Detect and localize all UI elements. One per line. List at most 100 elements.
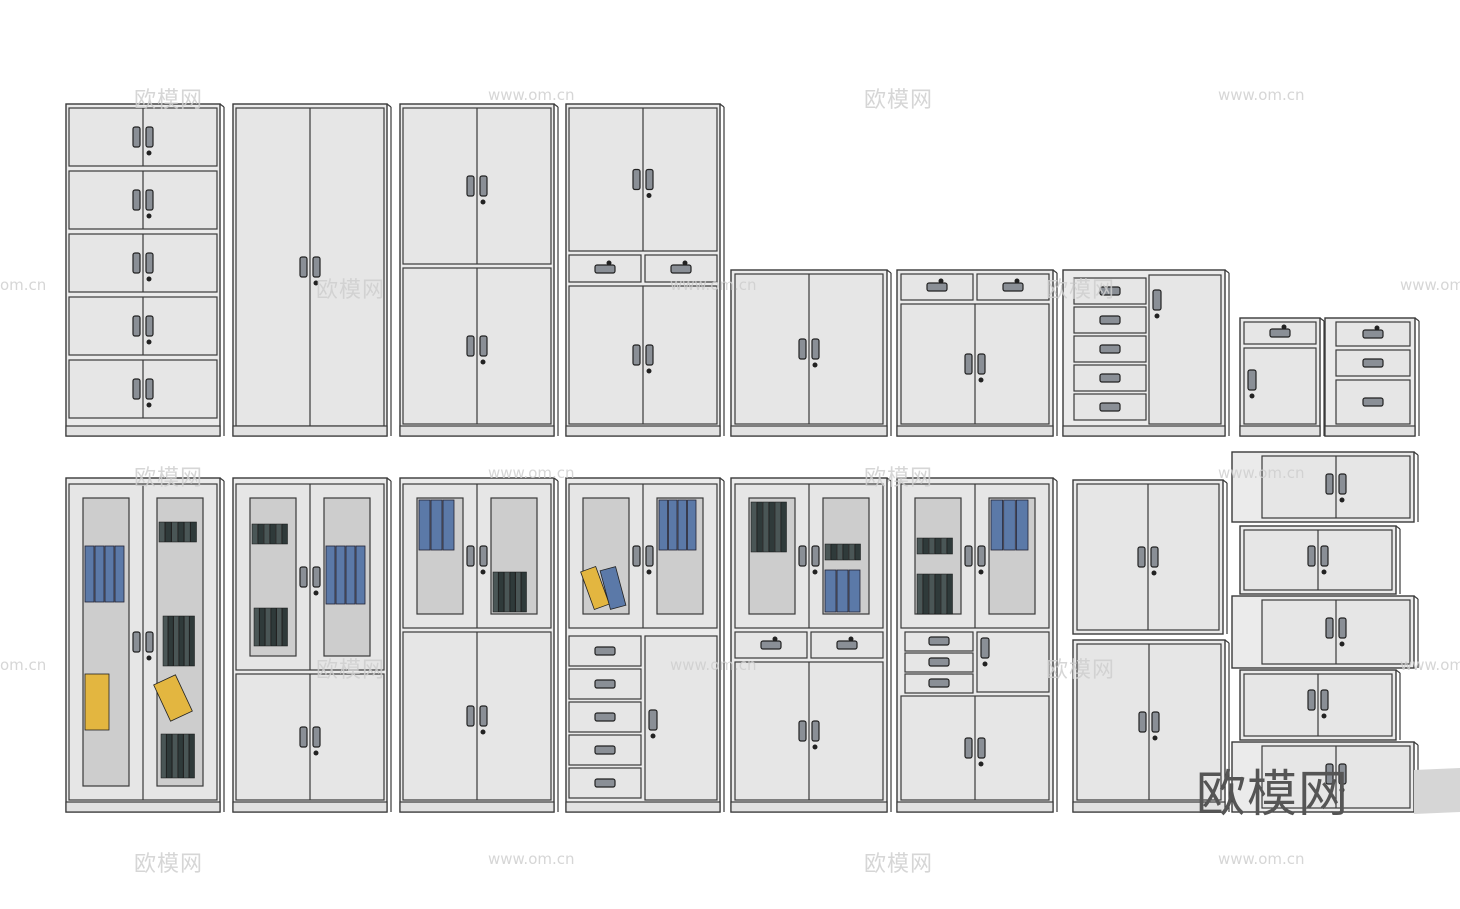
lock-keyhole [1152, 735, 1158, 741]
drawer-pull [594, 679, 616, 689]
door-handle [1151, 711, 1160, 733]
book [165, 521, 172, 543]
drawer-pull [1362, 358, 1384, 368]
book [189, 733, 195, 779]
door-handle [1320, 545, 1329, 567]
book [521, 571, 527, 613]
lock-keyhole [313, 280, 319, 286]
cabinet-edge [1395, 525, 1401, 530]
binder [104, 545, 115, 603]
book [160, 733, 167, 779]
drawer-pull [594, 646, 616, 656]
book [265, 607, 271, 647]
lock-keyhole [1339, 787, 1345, 793]
lock-keyhole [646, 368, 652, 374]
drawer-pull [1099, 286, 1121, 296]
book [171, 521, 178, 543]
door-handle [632, 168, 641, 191]
binder [677, 499, 687, 551]
book [940, 573, 947, 615]
book [263, 523, 270, 545]
book [836, 543, 843, 561]
floor-shadow [1414, 768, 1460, 814]
book [940, 537, 947, 555]
lock-keyhole [772, 636, 778, 642]
watermark-text: 欧模网 [134, 852, 204, 877]
book [750, 501, 757, 553]
door-handle [299, 256, 308, 278]
drawer-pull [1099, 373, 1121, 383]
lock-keyhole [812, 569, 818, 575]
watermark-url: www.om.cn [1218, 86, 1305, 104]
lock-keyhole [480, 199, 486, 205]
binder [84, 545, 95, 603]
binder [687, 499, 697, 551]
lock-keyhole [480, 359, 486, 365]
lock-keyhole [1374, 325, 1380, 331]
door-handle [312, 566, 321, 588]
door-handle [980, 637, 990, 659]
book [515, 571, 522, 613]
door-handle [466, 705, 475, 727]
watermark-url: www.om.cn [1218, 464, 1305, 482]
binder [325, 545, 336, 605]
door-handle [312, 726, 321, 748]
cabinet-edge [886, 269, 892, 274]
cabinet-edge [1222, 479, 1228, 484]
door-handle [1325, 763, 1334, 785]
watermark-url: www.om.cn [670, 656, 757, 674]
door-handle [1137, 546, 1146, 568]
cabinet-edge [1052, 269, 1058, 274]
book [184, 615, 190, 667]
book [848, 543, 855, 561]
watermark-text: 欧模网 [864, 88, 934, 113]
binder [84, 673, 110, 731]
lock-keyhole [646, 193, 652, 198]
glass-pane [82, 497, 130, 787]
book [946, 537, 953, 555]
book [824, 543, 831, 561]
door-handle [964, 353, 973, 375]
cabinet-base [399, 425, 555, 437]
lock-keyhole [146, 655, 152, 661]
drawer-pull [1362, 329, 1384, 339]
book [270, 607, 277, 647]
watermark-text: 欧模网 [316, 278, 386, 303]
lock-keyhole [146, 213, 152, 219]
door-handle [132, 631, 141, 653]
drawer-pull [760, 640, 782, 650]
binder [599, 566, 627, 610]
watermark-url: www.om.cn [1400, 276, 1460, 294]
door-handle [132, 378, 141, 400]
lock-keyhole [978, 569, 984, 575]
book [762, 501, 769, 553]
book [168, 615, 174, 667]
door-handle [645, 344, 654, 366]
lock-keyhole [812, 744, 818, 750]
door-handle [977, 545, 986, 567]
binder [345, 545, 356, 605]
book [922, 573, 929, 615]
cabinet-edge [219, 103, 225, 108]
cabinet-edge [1224, 269, 1230, 274]
book [756, 501, 763, 553]
lock-keyhole [682, 260, 688, 266]
lock-keyhole [1014, 278, 1020, 284]
binder [658, 499, 668, 551]
binder [355, 545, 366, 605]
drawer-pull [1099, 402, 1121, 412]
drawer-pull [928, 657, 950, 667]
cabinet-base [1239, 425, 1321, 437]
cabinet-edge [1319, 317, 1325, 322]
door-handle [479, 335, 488, 357]
door-handle [977, 353, 986, 375]
door-handle [1338, 763, 1347, 785]
door-handle [798, 545, 807, 567]
binder [1003, 499, 1016, 551]
drawer-pull [1269, 328, 1291, 338]
cabinet-base [1062, 425, 1226, 437]
door-handle [479, 175, 488, 197]
cabinet-edge [1414, 317, 1420, 322]
lock-keyhole [1154, 313, 1160, 319]
cabinet-edge [719, 103, 725, 108]
